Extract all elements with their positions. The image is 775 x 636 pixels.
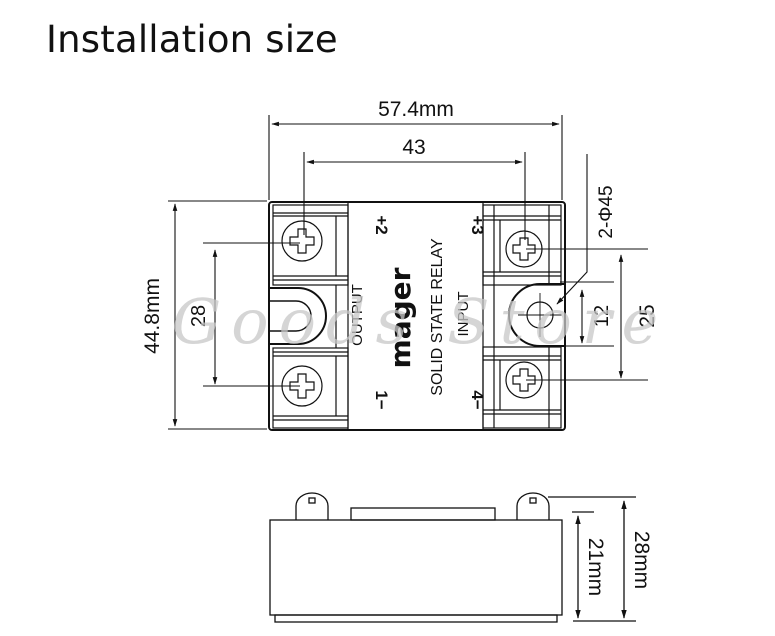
left-terminal-block-top [272, 204, 349, 286]
side-label-panel [350, 507, 496, 521]
label-mounting-hole: 2-Φ45 [596, 185, 617, 238]
page-title: Installation size [46, 18, 338, 61]
product-label: SOLID STATE RELAY [429, 238, 446, 396]
label-right-screw-spacing: 25 [636, 304, 659, 327]
label-overall-height: 44.8mm [141, 278, 164, 354]
label-slot-width: 12 [591, 305, 613, 327]
terminal-label-3: +3 [468, 215, 487, 234]
top-view [268, 201, 566, 431]
left-terminal-block-bottom [272, 347, 349, 429]
output-label: OUTPUT [349, 284, 366, 346]
dimension-lines [168, 115, 648, 430]
label-total-height: 28mm [630, 531, 653, 589]
right-terminal-block-top [482, 204, 562, 286]
right-terminal-block-bottom [482, 346, 562, 429]
label-left-screw-spacing: 28 [188, 305, 210, 327]
side-body [269, 519, 563, 616]
label-body-height: 21mm [584, 538, 607, 596]
label-hole-spacing: 43 [402, 136, 425, 159]
left-slot-inner [269, 300, 312, 332]
brand-logo: mager [384, 267, 417, 368]
leader-mounting-hole [556, 154, 588, 305]
input-label: INPUT [455, 292, 472, 337]
terminal-label-1: 1− [372, 390, 391, 409]
watermark: Goods Store [172, 285, 668, 358]
terminal-label-2: +2 [372, 215, 391, 234]
terminal-label-4: 4− [468, 390, 487, 409]
right-mounting-ear [508, 283, 565, 347]
side-screw-right [516, 492, 550, 520]
side-screw-left [295, 492, 329, 520]
relay-body-outline [268, 201, 566, 431]
left-mounting-slot [269, 287, 327, 345]
side-view [269, 492, 636, 623]
label-overall-width: 57.4mm [378, 98, 454, 121]
screw-terminal-2 [281, 220, 323, 262]
side-base-plate [274, 614, 558, 623]
